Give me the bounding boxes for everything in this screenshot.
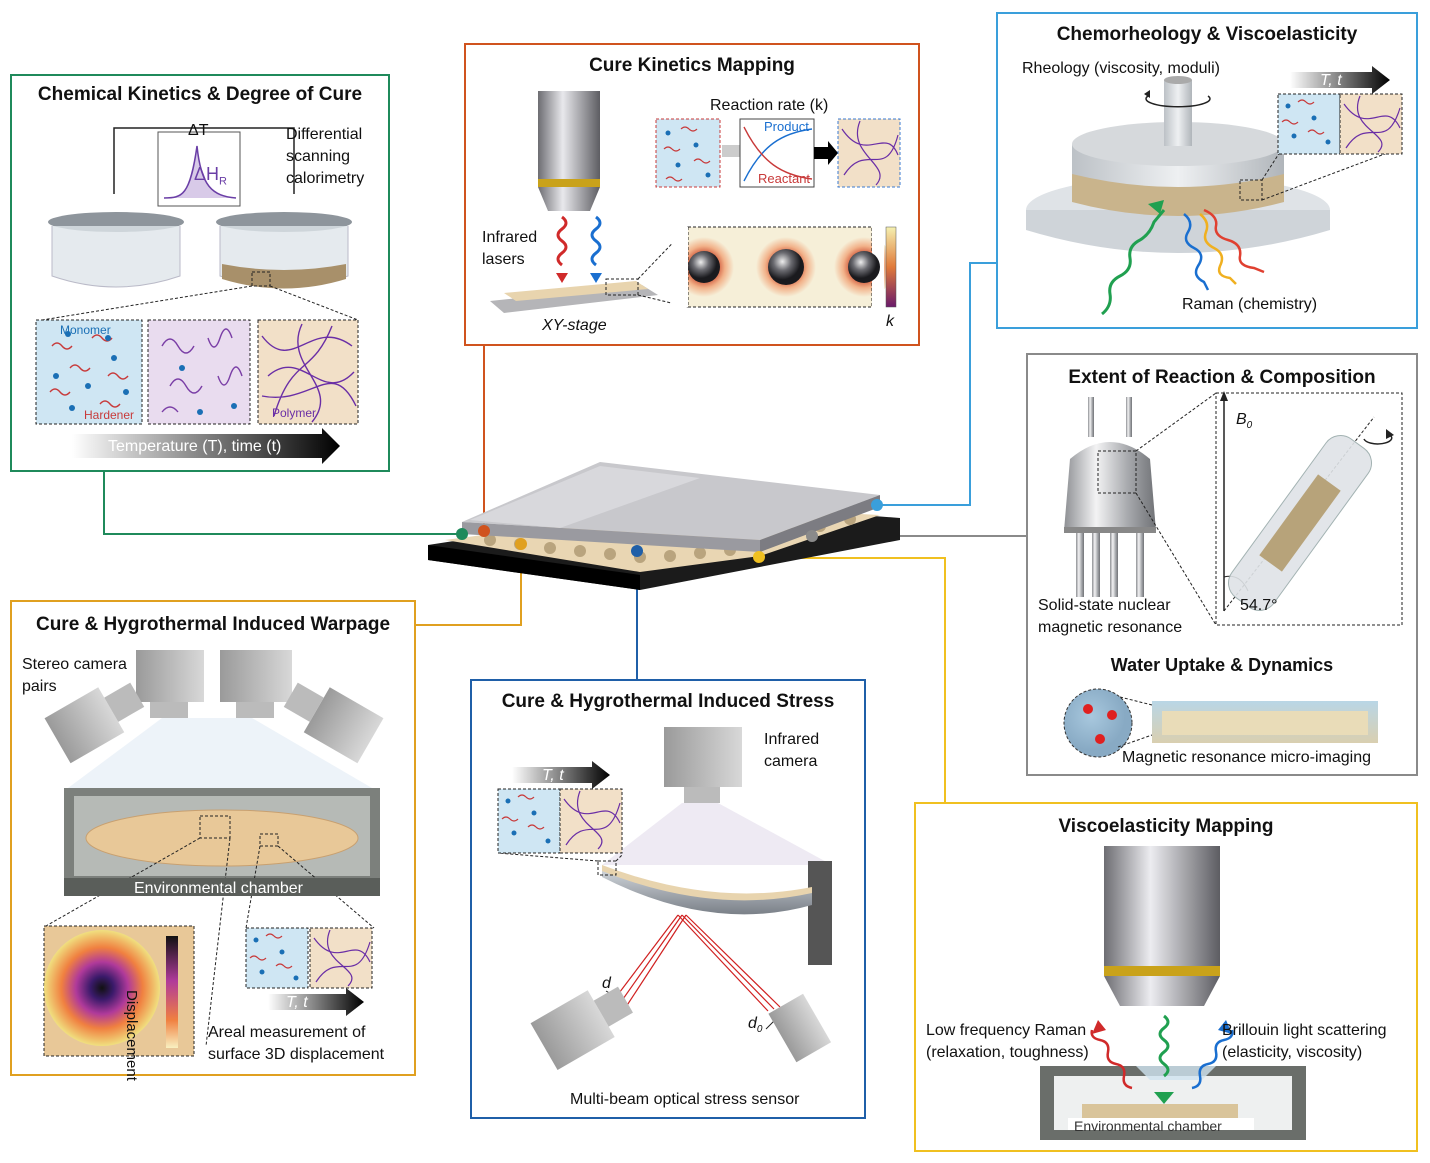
warpage-illustration xyxy=(43,650,384,1057)
infrared-camera-label-2: camera xyxy=(764,753,818,770)
k-colorbar-label: k xyxy=(886,313,894,330)
connector-chemorheology xyxy=(877,262,998,506)
nmr-label-1: Solid-state nuclear xyxy=(1038,597,1171,614)
delta-h-label: ΔHR xyxy=(194,164,227,188)
areal-measurement-label-2: surface 3D displacement xyxy=(208,1046,385,1063)
environmental-chamber-label: Environmental chamber xyxy=(134,880,303,897)
delta-t-label: ΔT xyxy=(188,122,209,139)
t-t-arrow-label: T, t xyxy=(1320,72,1342,89)
t-t-arrow-label: T, t xyxy=(286,994,308,1011)
reaction-rate-label: Reaction rate (k) xyxy=(710,97,829,114)
water-uptake-title: Water Uptake & Dynamics xyxy=(1110,655,1334,675)
connector-visco-mapping xyxy=(759,557,946,805)
t-t-arrow-label: T, t xyxy=(542,767,564,784)
central-sample-illustration xyxy=(428,462,900,590)
dsc-label-3: calorimetry xyxy=(286,170,365,187)
hardener-label: Hardener xyxy=(84,408,135,422)
infrared-camera-label-1: Infrared xyxy=(764,731,820,748)
panel-extent-of-reaction: Extent of Reaction & Composition xyxy=(1026,353,1418,776)
panel-stress: Cure & Hygrothermal Induced Stress In xyxy=(470,679,866,1119)
brillouin-label-1: Brillouin light scattering xyxy=(1222,1022,1387,1039)
xy-stage-label: XY-stage xyxy=(542,317,607,334)
brillouin-label-2: (elasticity, viscosity) xyxy=(1222,1044,1363,1061)
areal-measurement-label-1: Areal measurement of xyxy=(208,1024,366,1041)
panel-chemorheology: Chemorheology & Viscoelasticity xyxy=(996,12,1418,329)
panel-title: Viscoelasticity Mapping xyxy=(1058,816,1274,837)
panel-cure-kinetics-mapping: Cure Kinetics Mapping xyxy=(464,43,920,346)
panel-title: Extent of Reaction & Composition xyxy=(1068,367,1376,388)
monomer-label: Monomer xyxy=(60,323,111,337)
mri-label: Magnetic resonance micro-imaging xyxy=(1122,749,1371,766)
temperature-time-label: Temperature (T), time (t) xyxy=(108,438,282,455)
low-frequency-raman-label-1: Low frequency Raman xyxy=(926,1022,1087,1039)
rheology-label: Rheology (viscosity, moduli) xyxy=(1022,60,1220,77)
connector-chemical xyxy=(103,472,462,535)
viscoelasticity-illustration xyxy=(1040,846,1306,1140)
panel-viscoelasticity-mapping: Viscoelasticity Mapping Low frequency Ra… xyxy=(914,802,1418,1152)
b0-label: B0 xyxy=(1236,411,1253,432)
panel-title: Chemorheology & Viscoelasticity xyxy=(1056,24,1358,45)
environmental-chamber-label: Environmental chamber xyxy=(1074,1118,1222,1134)
infrared-lasers-label-1: Infrared xyxy=(482,229,538,246)
polymer-label: Polymer xyxy=(272,406,317,420)
stress-illustration xyxy=(497,727,832,1070)
dsc-label-1: Differential xyxy=(286,126,363,143)
infrared-lasers-label-2: lasers xyxy=(482,251,525,268)
d0-label: d0 xyxy=(748,1015,763,1036)
d-label: d xyxy=(602,975,611,992)
nmr-illustration xyxy=(1063,391,1403,758)
rheometer-illustration xyxy=(1026,66,1403,316)
cure-mapping-illustration xyxy=(490,91,901,313)
panel-chemical-kinetics: Chemical Kinetics & Degree of Cure xyxy=(10,74,390,472)
stereo-camera-label-2: pairs xyxy=(22,678,57,695)
stereo-camera-label-1: Stereo camera xyxy=(22,656,127,673)
dsc-label-2: scanning xyxy=(286,148,351,165)
low-frequency-raman-label-2: (relaxation, toughness) xyxy=(926,1044,1089,1061)
nmr-label-2: magnetic resonance xyxy=(1038,619,1183,636)
panel-title: Cure & Hygrothermal Induced Stress xyxy=(501,691,835,712)
panel-title: Chemical Kinetics & Degree of Cure xyxy=(37,84,363,105)
displacement-colorbar-label: Displacement xyxy=(123,990,140,1081)
panel-title: Cure Kinetics Mapping xyxy=(589,55,795,76)
stress-sensor-label: Multi-beam optical stress sensor xyxy=(570,1091,800,1108)
product-label: Product xyxy=(764,119,809,134)
reactant-label: Reactant xyxy=(758,171,811,186)
dsc-illustration xyxy=(35,127,359,464)
panel-title: Cure & Hygrothermal Induced Warpage xyxy=(35,614,391,635)
raman-chemistry-label: Raman (chemistry) xyxy=(1182,296,1318,313)
panel-warpage: Cure & Hygrothermal Induced Warpage xyxy=(10,600,416,1081)
magic-angle-label: 54.7° xyxy=(1240,597,1278,614)
